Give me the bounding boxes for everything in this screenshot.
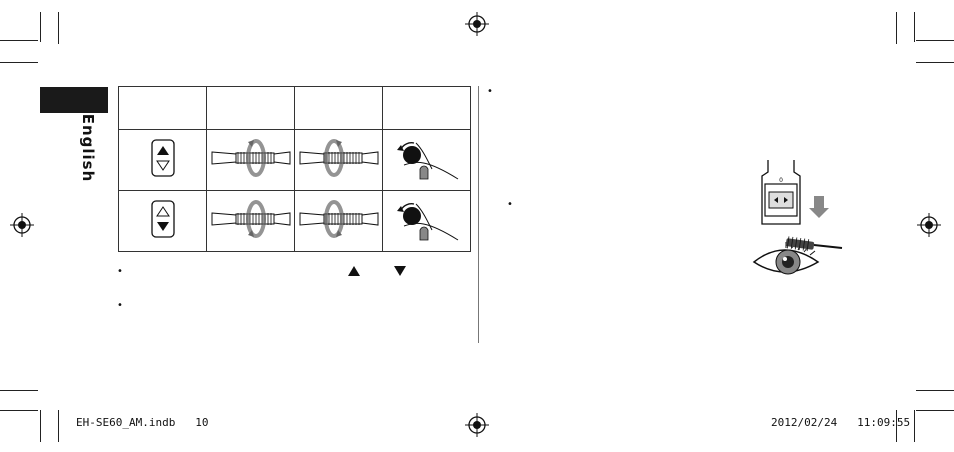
crop-mark <box>896 410 897 442</box>
bullet: • <box>487 86 493 97</box>
brush-rotation-icon <box>211 200 290 238</box>
crop-mark <box>0 410 38 411</box>
crop-mark <box>0 390 38 391</box>
table-header-cell <box>118 86 207 130</box>
footer-filename: EH-SE60_AM.indb 10 <box>76 416 208 429</box>
crop-mark <box>58 12 59 44</box>
footer-time: 11:09:55 <box>857 416 911 429</box>
eyelash-curl-icon <box>396 142 458 180</box>
eyelash-curl-icon <box>396 203 458 241</box>
crop-mark <box>896 12 897 44</box>
crop-mark <box>58 410 59 442</box>
footer-timestamp: 2012/02/24 11:09:55 <box>771 416 910 429</box>
table-cell <box>294 190 383 252</box>
bullet: • <box>117 300 123 311</box>
table-header-row <box>118 86 471 130</box>
language-tab <box>40 87 108 113</box>
footer-file-name: EH-SE60_AM.indb <box>76 416 176 429</box>
crop-mark <box>914 12 915 42</box>
down-triangle-icon <box>394 266 406 276</box>
crop-mark <box>916 40 954 41</box>
crop-mark <box>916 410 954 411</box>
brush-rotation-icon <box>211 139 290 177</box>
registration-mark-icon <box>465 12 489 36</box>
eye-mascara-illustration <box>752 236 843 275</box>
table-cell <box>382 129 471 191</box>
crop-mark <box>40 410 41 442</box>
footer-date: 2012/02/24 <box>771 416 838 429</box>
up-triangle-icon <box>348 266 360 276</box>
language-label: English <box>79 113 97 183</box>
crop-mark <box>0 40 38 41</box>
brush-rotation-icon <box>299 139 378 177</box>
crop-mark <box>916 390 954 391</box>
table-cell <box>294 129 383 191</box>
table-cell <box>118 190 207 252</box>
crop-mark <box>916 62 954 63</box>
crop-mark <box>914 410 915 442</box>
table-cell <box>382 190 471 252</box>
table-cell <box>118 129 207 191</box>
brush-rotation-icon <box>299 200 378 238</box>
up-button-pressed-icon <box>150 139 175 177</box>
table-cell <box>206 190 295 252</box>
crop-mark <box>40 12 41 42</box>
device-switch-illustration: 0 <box>761 160 829 225</box>
svg-text:0: 0 <box>779 177 783 184</box>
down-button-pressed-icon <box>150 200 175 238</box>
table-row <box>118 190 471 252</box>
bullet: • <box>507 199 513 210</box>
registration-mark-icon <box>917 213 941 237</box>
table-header-cell <box>382 86 471 130</box>
table-header-cell <box>294 86 383 130</box>
registration-mark-icon <box>465 413 489 437</box>
table-row <box>118 129 471 191</box>
table-cell <box>206 129 295 191</box>
column-divider <box>478 86 479 343</box>
table-header-cell <box>206 86 295 130</box>
crop-mark <box>0 62 38 63</box>
footer-page-number: 10 <box>195 416 209 429</box>
registration-mark-icon <box>10 213 34 237</box>
operation-table <box>118 86 471 252</box>
bullet: • <box>117 266 123 277</box>
